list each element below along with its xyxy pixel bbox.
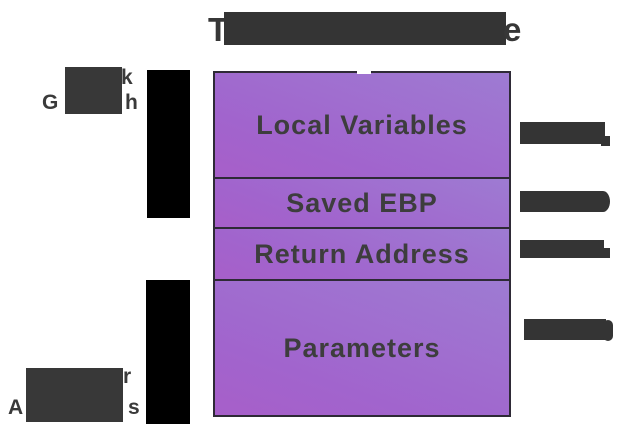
higher-addresses-redaction-box — [26, 368, 123, 422]
address-label-1-glyph-fragment — [601, 136, 610, 146]
address-label-return-address-redacted — [520, 240, 604, 258]
stack-row-parameters: Parameters — [215, 279, 509, 415]
return-address-label: Return Address — [254, 238, 470, 269]
stack-growth-arrow-bar — [147, 70, 190, 218]
higher-addresses-fragment-s: s — [128, 396, 140, 419]
local-variables-label: Local Variables — [256, 109, 468, 140]
address-label-local-variables-redacted — [520, 122, 605, 144]
title-fragment-end: e — [503, 11, 522, 48]
higher-addresses-fragment-r: r — [123, 365, 132, 388]
stack-row-local-variables: Local Variables — [215, 73, 509, 177]
stack-growth-redaction-box — [65, 67, 122, 114]
stack-growth-fragment-h: h — [125, 91, 138, 114]
address-label-2-glyph-fragment — [596, 191, 610, 212]
saved-ebp-label: Saved EBP — [286, 187, 438, 218]
higher-addresses-fragment-a: A — [8, 396, 24, 419]
stack-growth-fragment-g: G — [42, 91, 59, 114]
stack-box-top-border-gap — [357, 70, 371, 74]
title-redaction-box — [224, 12, 506, 45]
parameters-label: Parameters — [283, 332, 441, 363]
address-label-3-glyph-fragment — [601, 248, 610, 258]
address-label-parameters-redacted — [524, 319, 606, 340]
title-fragment-start: T — [208, 11, 229, 48]
stack-row-return-address: Return Address — [215, 227, 509, 279]
stack-row-saved-ebp: Saved EBP — [215, 177, 509, 227]
address-label-saved-ebp-redacted — [520, 191, 603, 212]
higher-addresses-arrow-bar — [146, 280, 190, 424]
address-label-4-glyph-fragment — [603, 320, 613, 341]
stack-growth-fragment-k: k — [121, 66, 133, 89]
stack-box: Local Variables Saved EBP Return Address… — [213, 71, 511, 417]
